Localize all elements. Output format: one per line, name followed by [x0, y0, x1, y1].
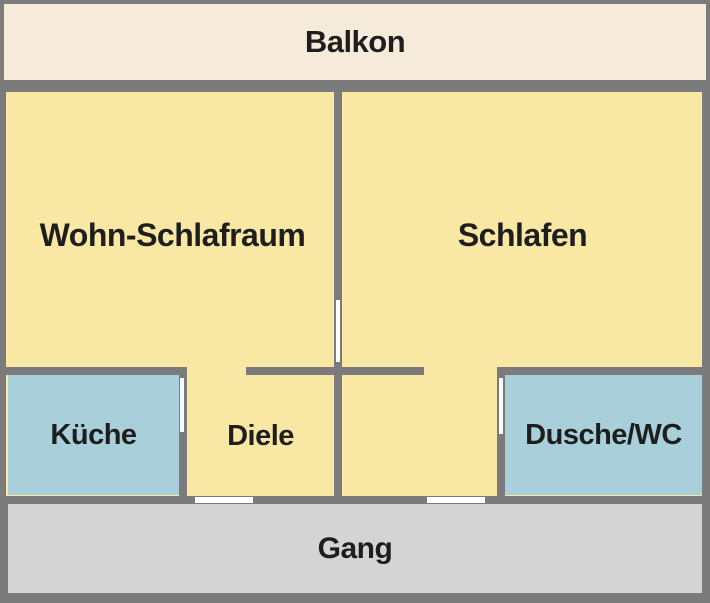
- room-label-schlafen: Schlafen: [457, 216, 588, 253]
- door-opening-kueche: [180, 378, 184, 432]
- room-label-kueche: Küche: [50, 418, 137, 451]
- door-opening-center: [336, 300, 340, 362]
- door-opening-dusche: [499, 378, 503, 434]
- wall-center-vertical: [334, 92, 342, 498]
- room-label-gang: Gang: [317, 531, 393, 565]
- room-schlafen: Schlafen: [345, 205, 700, 265]
- room-label-diele: Diele: [227, 419, 294, 452]
- door-opening-diele: [195, 497, 253, 503]
- wall-right-horizontal: [498, 367, 702, 375]
- room-label-box-wohn-schlafraum: Wohn-Schlafraum: [10, 205, 335, 265]
- room-label-wohn-schlafraum: Wohn-Schlafraum: [39, 216, 306, 253]
- room-label-balkon: Balkon: [304, 24, 406, 59]
- door-opening-hall-right: [427, 497, 485, 503]
- wall-center-horizontal: [246, 367, 424, 375]
- wall-corridor-top: [0, 496, 710, 504]
- room-label-dusche-wc: Dusche/WC: [525, 418, 682, 451]
- wall-kueche-right: [179, 367, 187, 498]
- room-diele: Diele: [187, 405, 334, 467]
- room-dusche-wc: Dusche/WC: [505, 375, 702, 495]
- wall-left-horizontal: [6, 367, 186, 375]
- room-gang: Gang: [8, 504, 702, 593]
- room-kueche: Küche: [8, 375, 179, 495]
- room-balkon: Balkon: [4, 4, 706, 80]
